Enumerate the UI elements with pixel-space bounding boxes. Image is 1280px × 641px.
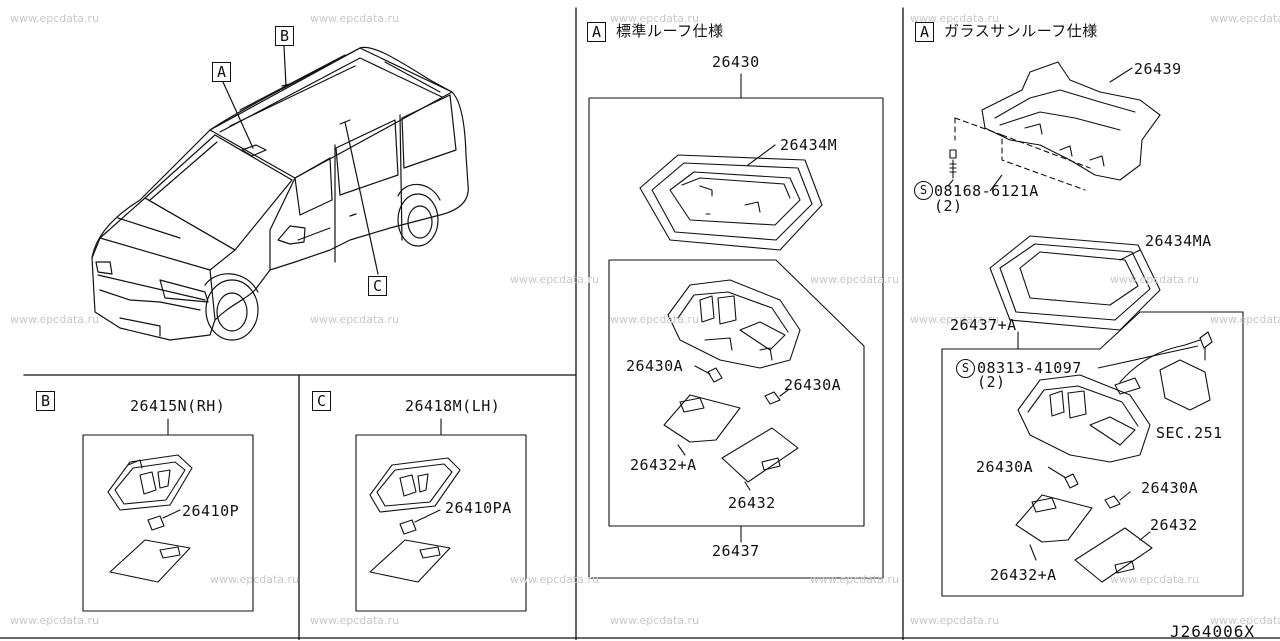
watermark: www.epcdata.ru bbox=[1210, 313, 1280, 326]
standard-roof-title: 標準ルーフ仕様 bbox=[616, 22, 724, 40]
part-26418m-lh-label: 26418M(LH) bbox=[405, 397, 501, 415]
callout-c-vehicle: C bbox=[368, 276, 387, 296]
callout-a-vehicle: A bbox=[212, 62, 231, 82]
watermark: www.epcdata.ru bbox=[910, 12, 1000, 25]
watermark: www.epcdata.ru bbox=[910, 614, 1000, 627]
part-26439-label: 26439 bbox=[1134, 60, 1182, 78]
part-26430a-right-label: 26430A bbox=[784, 376, 842, 394]
part-26410pa-label: 26410PA bbox=[445, 499, 512, 517]
panel-c-label: C bbox=[312, 391, 331, 411]
watermark: www.epcdata.ru bbox=[610, 313, 700, 326]
panel-a-sunroof-label: A bbox=[915, 22, 934, 42]
screw-symbol-icon: S bbox=[914, 181, 933, 200]
watermark: www.epcdata.ru bbox=[810, 573, 900, 586]
watermark: www.epcdata.ru bbox=[810, 273, 900, 286]
watermark: www.epcdata.ru bbox=[510, 273, 600, 286]
panel-c-art bbox=[355, 418, 527, 612]
part-26432-label: 26432 bbox=[728, 494, 776, 512]
watermark: www.epcdata.ru bbox=[610, 614, 700, 627]
part-26415n-rh-label: 26415N(RH) bbox=[130, 397, 226, 415]
bolt-08168-label: 08168-6121A bbox=[934, 182, 1039, 200]
glass-sunroof-title: ガラスサンルーフ仕様 bbox=[944, 22, 1098, 40]
watermark: www.epcdata.ru bbox=[310, 313, 400, 326]
part-26430a-left-label: 26430A bbox=[626, 357, 684, 375]
screw-symbol-icon: S bbox=[956, 359, 975, 378]
watermark: www.epcdata.ru bbox=[210, 573, 300, 586]
vehicle-illustration bbox=[91, 45, 469, 341]
bolt-08313-qty: (2) bbox=[977, 373, 1006, 391]
watermark: www.epcdata.ru bbox=[10, 12, 100, 25]
part-26434m-label: 26434M bbox=[780, 136, 838, 154]
sunroof-part-26430a-right-label: 26430A bbox=[1141, 479, 1199, 497]
watermark: www.epcdata.ru bbox=[1110, 573, 1200, 586]
diagram-code: J264006X bbox=[1170, 622, 1256, 641]
callout-b-vehicle: B bbox=[275, 26, 294, 46]
sunroof-part-26432-label: 26432 bbox=[1150, 516, 1198, 534]
part-26430-label: 26430 bbox=[712, 53, 760, 71]
watermark: www.epcdata.ru bbox=[10, 614, 100, 627]
watermark: www.epcdata.ru bbox=[1110, 273, 1200, 286]
bolt-08168-qty: (2) bbox=[934, 197, 963, 215]
watermark: www.epcdata.ru bbox=[310, 614, 400, 627]
part-26410p-label: 26410P bbox=[182, 502, 240, 520]
bolt-08313-label: 08313-41097 bbox=[977, 359, 1082, 377]
sec-251-label: SEC.251 bbox=[1156, 424, 1223, 442]
part-26437-label: 26437 bbox=[712, 542, 760, 560]
sunroof-part-26432-plus-a-label: 26432+A bbox=[990, 566, 1057, 584]
panel-b-art bbox=[82, 418, 254, 612]
watermark: www.epcdata.ru bbox=[310, 12, 400, 25]
watermark: www.epcdata.ru bbox=[1210, 614, 1280, 627]
part-26437-plus-a-label: 26437+A bbox=[950, 316, 1017, 334]
watermark: www.epcdata.ru bbox=[510, 573, 600, 586]
sunroof-part-26430a-left-label: 26430A bbox=[976, 458, 1034, 476]
panel-a-standard-art bbox=[588, 73, 884, 579]
watermark: www.epcdata.ru bbox=[1210, 12, 1280, 25]
watermark: www.epcdata.ru bbox=[10, 313, 100, 326]
panel-b-label: B bbox=[36, 391, 55, 411]
part-26432-plus-a-label: 26432+A bbox=[630, 456, 697, 474]
panel-dividers bbox=[0, 7, 1280, 640]
part-26434ma-label: 26434MA bbox=[1145, 232, 1212, 250]
panel-a-standard-label: A bbox=[587, 22, 606, 42]
watermark: www.epcdata.ru bbox=[910, 313, 1000, 326]
watermark: www.epcdata.ru bbox=[610, 12, 700, 25]
